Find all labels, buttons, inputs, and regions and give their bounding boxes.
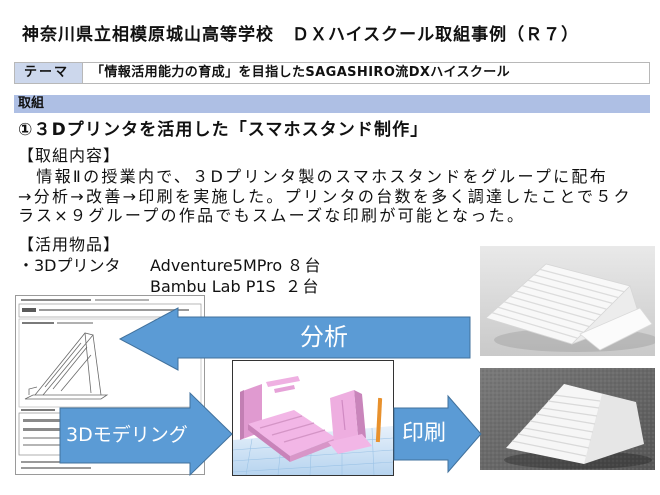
equipment-model: Bambu Lab P1S bbox=[150, 277, 276, 296]
section-label: 取組 bbox=[18, 96, 45, 111]
equipment-label: 【活用物品】 bbox=[18, 235, 121, 254]
equipment-quantity: ８台 bbox=[287, 256, 323, 275]
content-paragraph: 情報Ⅱの授業内で、３Dプリンタ製のスマホスタンドをグループに配布 →分析→改善→… bbox=[18, 167, 632, 226]
modeling-arrow: 3Dモデリング bbox=[58, 391, 236, 477]
stand-photo-printed bbox=[480, 368, 655, 470]
equipment-model: Adventure5MPro bbox=[150, 256, 283, 275]
content-line: →分析→改善→印刷を実施した。プリンタの台数を多く調達したことで５ク bbox=[18, 186, 632, 206]
content-label: 【取組内容】 bbox=[18, 146, 121, 165]
stand-photo-prototype bbox=[480, 246, 655, 356]
content-line: 情報Ⅱの授業内で、３Dプリンタ製のスマホスタンドをグループに配布 bbox=[18, 167, 609, 186]
theme-row: テーマ 「情報活用能力の育成」を目指したSAGASHIRO流DXハイスクール bbox=[14, 62, 650, 84]
practice-heading: ①３Dプリンタを活用した「スマホスタンド制作」 bbox=[18, 120, 429, 140]
modeling-arrow-label: 3Dモデリング bbox=[66, 424, 188, 446]
print-arrow: 印刷 bbox=[392, 394, 484, 474]
content-line: ラス×９グループの作品でもスムーズな印刷が可能となった。 bbox=[18, 206, 526, 225]
stand-3d-model-render bbox=[232, 360, 394, 476]
equipment-quantity: ２台 bbox=[285, 277, 321, 296]
page-title: 神奈川県立相模原城山高等学校 ＤＸハイスクール取組事例（Ｒ７） bbox=[22, 25, 580, 45]
analysis-arrow-label: 分析 bbox=[300, 323, 348, 351]
section-bar: 取組 bbox=[14, 95, 650, 113]
analysis-arrow: 分析 bbox=[118, 306, 474, 372]
theme-label: テーマ bbox=[15, 63, 83, 83]
print-arrow-label: 印刷 bbox=[402, 421, 447, 446]
equipment-category: ・3Dプリンタ bbox=[18, 256, 121, 275]
theme-text: 「情報活用能力の育成」を目指したSAGASHIRO流DXハイスクール bbox=[91, 65, 511, 80]
